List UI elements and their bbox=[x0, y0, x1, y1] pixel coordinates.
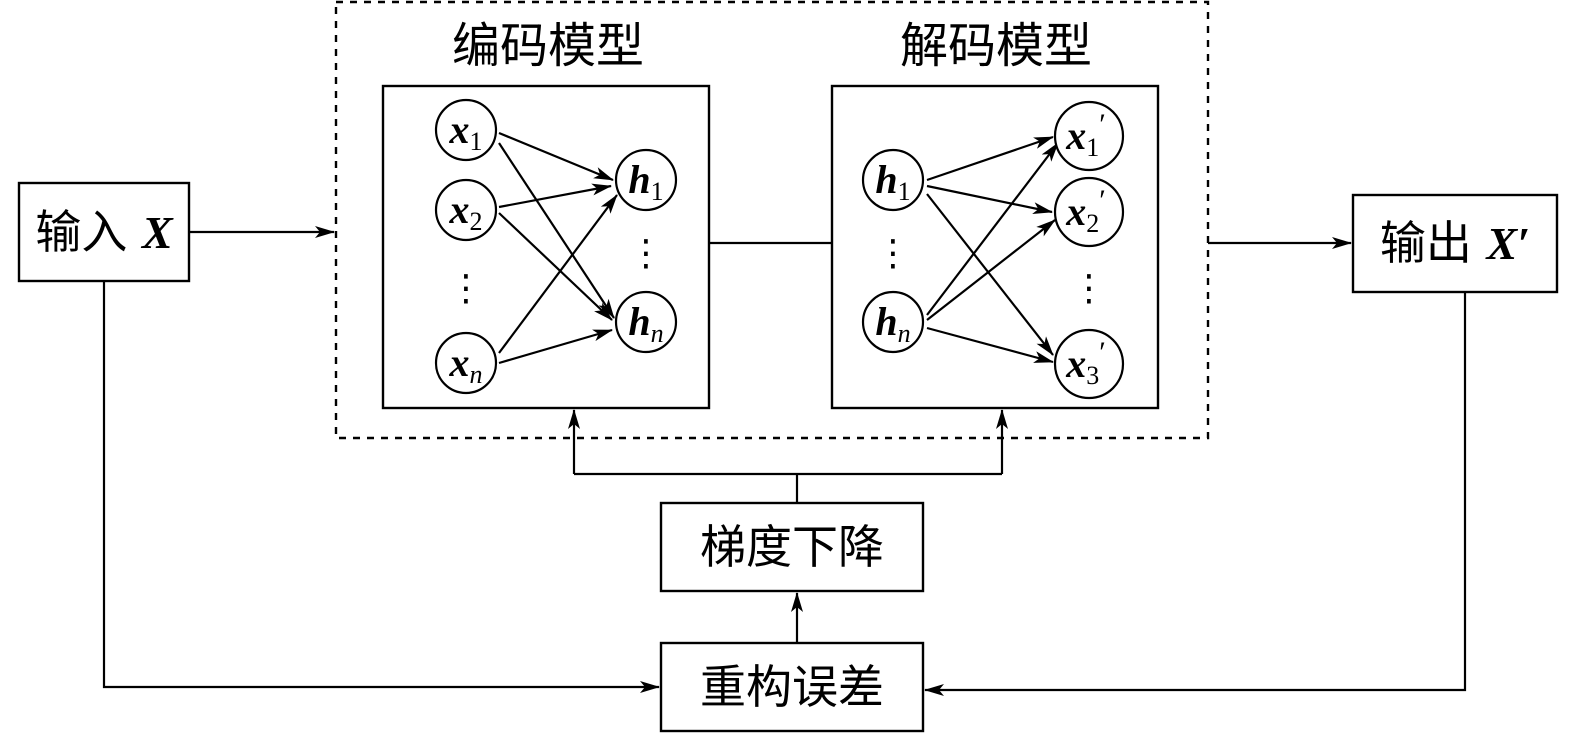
decoder-output-x3: x3′ bbox=[1053, 328, 1125, 400]
encoder-hidden-h1: h1 bbox=[614, 148, 678, 212]
decoder-hidden-dots: ⋮ bbox=[875, 233, 911, 274]
decoder-output-dots: ⋮ bbox=[1071, 268, 1107, 309]
decoder-title: 解码模型 bbox=[900, 18, 1092, 74]
gradient-descent-box bbox=[659, 501, 925, 593]
reconstruction-error-box bbox=[659, 641, 925, 733]
svg-text:x2: x2 bbox=[449, 187, 483, 236]
reconstruction-error-label: 重构误差 bbox=[700, 660, 884, 714]
gradient-descent-label: 梯度下降 bbox=[700, 520, 884, 574]
autoencoder-container bbox=[334, 0, 1210, 440]
decoder-output-x2: x2′ bbox=[1053, 176, 1125, 248]
svg-text:h1: h1 bbox=[875, 157, 910, 206]
encoder-title: 编码模型 bbox=[452, 18, 644, 74]
encoder-hidden-hn: hn bbox=[614, 290, 678, 354]
output-box bbox=[1351, 193, 1559, 294]
encoder-edges bbox=[498, 131, 618, 365]
encoder-input-dots: ⋮ bbox=[448, 268, 484, 309]
encoder-input-x2: x2 bbox=[434, 178, 498, 242]
flow-connectors bbox=[102, 226, 1467, 696]
output-label: 输出 X′ bbox=[1380, 216, 1530, 270]
decoder-edges bbox=[926, 135, 1059, 364]
svg-text:h1: h1 bbox=[628, 157, 663, 206]
input-label: 输入 X bbox=[35, 205, 174, 259]
encoder-hidden-dots: ⋮ bbox=[628, 233, 664, 274]
svg-text:x1: x1 bbox=[449, 107, 483, 156]
decoder-hidden-hn: hn bbox=[861, 290, 925, 354]
encoder-input-x1: x1 bbox=[434, 98, 498, 162]
svg-text:x3′: x3′ bbox=[1065, 336, 1106, 390]
decoder-output-x1: x1′ bbox=[1053, 100, 1125, 172]
svg-text:hn: hn bbox=[628, 299, 663, 348]
encoder-input-xn: xn bbox=[434, 331, 498, 395]
decoder-hidden-h1: h1 bbox=[861, 148, 925, 212]
input-box bbox=[17, 181, 191, 283]
svg-text:hn: hn bbox=[875, 299, 910, 348]
svg-text:xn: xn bbox=[449, 340, 483, 389]
svg-text:x1′: x1′ bbox=[1065, 108, 1106, 162]
svg-text:x2′: x2′ bbox=[1065, 184, 1106, 238]
